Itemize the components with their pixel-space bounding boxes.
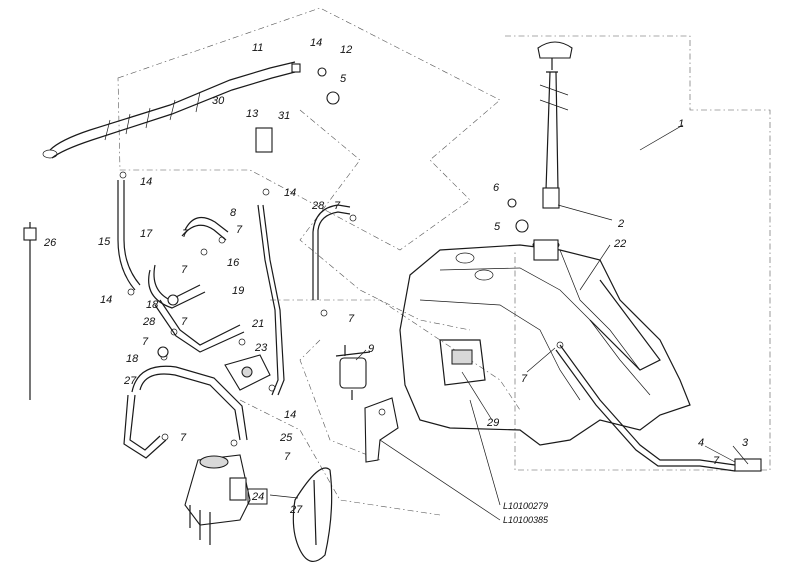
callout-5: 5 bbox=[340, 73, 347, 85]
callout-27: 27 bbox=[289, 504, 303, 516]
callout-5: 5 bbox=[494, 221, 501, 233]
grouping-outlines bbox=[117, 7, 771, 516]
callout-17: 17 bbox=[140, 228, 153, 240]
sender-wire bbox=[23, 222, 37, 400]
callout-2: 2 bbox=[617, 218, 624, 230]
reference-code: L10100279 bbox=[503, 501, 548, 511]
callout-21: 21 bbox=[251, 318, 264, 330]
callout-7: 7 bbox=[348, 313, 355, 325]
needle-detail bbox=[269, 467, 333, 562]
callout-7: 7 bbox=[236, 224, 243, 236]
callout-19: 19 bbox=[232, 285, 244, 297]
callout-28: 28 bbox=[311, 200, 325, 212]
bracket bbox=[364, 397, 399, 463]
callout-3: 3 bbox=[742, 437, 749, 449]
small-parts bbox=[119, 63, 564, 447]
callout-18: 18 bbox=[126, 353, 139, 365]
leader-lines bbox=[355, 124, 749, 521]
callout-7: 7 bbox=[713, 455, 720, 467]
callout-30: 30 bbox=[212, 95, 225, 107]
fuel-tank bbox=[399, 239, 691, 446]
reference-code: L10100385 bbox=[503, 515, 549, 525]
callout-7: 7 bbox=[182, 228, 189, 240]
callout-16: 16 bbox=[227, 257, 240, 269]
callout-7: 7 bbox=[521, 373, 528, 385]
callout-18: 18 bbox=[146, 299, 159, 311]
fuel-hoses bbox=[117, 180, 762, 472]
callout-7: 7 bbox=[181, 316, 188, 328]
callout-11: 11 bbox=[252, 42, 263, 54]
callout-6: 6 bbox=[493, 182, 500, 194]
carburetor bbox=[184, 454, 251, 545]
callout-7: 7 bbox=[180, 432, 187, 444]
callout-15: 15 bbox=[98, 236, 111, 248]
callout-9: 9 bbox=[368, 343, 374, 355]
callout-27: 27 bbox=[123, 375, 137, 387]
callout-12: 12 bbox=[340, 44, 352, 56]
callout-7: 7 bbox=[284, 451, 291, 463]
fuel-filter bbox=[335, 345, 371, 400]
callout-29: 29 bbox=[486, 417, 499, 429]
reference-codes: L10100279 L10100385 bbox=[503, 501, 549, 525]
callout-14: 14 bbox=[100, 294, 112, 306]
callout-4: 4 bbox=[698, 437, 704, 449]
callout-8: 8 bbox=[230, 207, 237, 219]
callout-13: 13 bbox=[246, 108, 259, 120]
callout-1: 1 bbox=[678, 118, 684, 130]
callout-28: 28 bbox=[142, 316, 156, 328]
callout-14: 14 bbox=[284, 187, 296, 199]
callout-24: 24 bbox=[251, 491, 264, 503]
callout-7: 7 bbox=[181, 264, 188, 276]
callout-14: 14 bbox=[140, 176, 152, 188]
callout-26: 26 bbox=[43, 237, 57, 249]
callout-7: 7 bbox=[334, 200, 341, 212]
callout-14: 14 bbox=[310, 37, 322, 49]
callout-23: 23 bbox=[254, 342, 268, 354]
callout-31: 31 bbox=[278, 110, 290, 122]
callout-22: 22 bbox=[613, 238, 626, 250]
callout-14: 14 bbox=[284, 409, 296, 421]
callout-7: 7 bbox=[142, 336, 149, 348]
fuel-gauge bbox=[537, 41, 573, 209]
callout-25: 25 bbox=[279, 432, 293, 444]
callout-labels: 1 2 3 4 5 5 6 7 7 7 7 7 7 7 7 7 7 7 8 9 … bbox=[43, 37, 749, 516]
callout-24-box bbox=[247, 488, 268, 505]
fuel-pump bbox=[224, 354, 271, 391]
vent-hose bbox=[42, 61, 296, 159]
